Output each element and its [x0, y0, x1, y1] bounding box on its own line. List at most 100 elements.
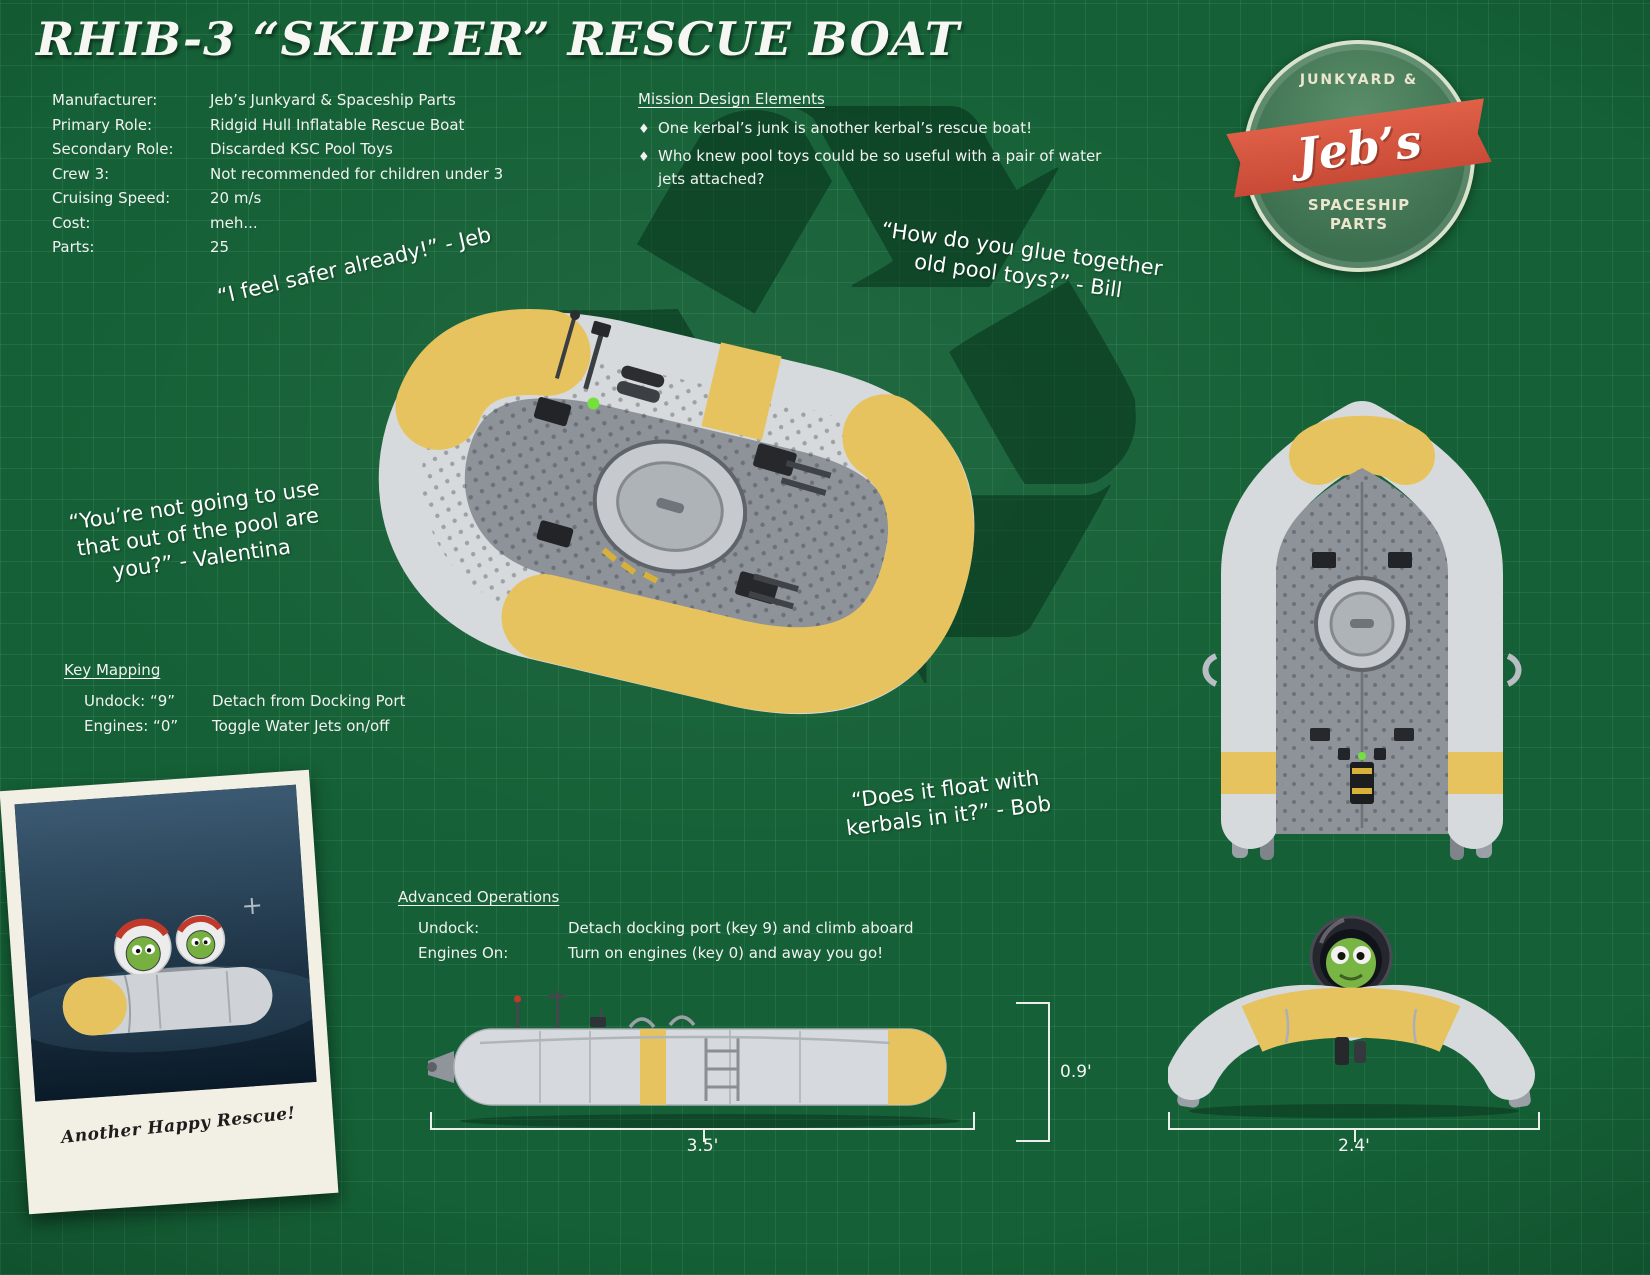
dimension-label: 3.5': [686, 1136, 719, 1156]
top-console: [1374, 748, 1386, 760]
iso-mast-tip: [570, 309, 581, 320]
logo-bottom-line2: PARTS: [1329, 215, 1389, 233]
kerbal-helmet-shine: [1319, 918, 1345, 944]
spec-label: Manufacturer:: [52, 91, 158, 109]
quote-valentina: “You’re not going to use that out of the…: [44, 472, 352, 594]
iso-mast: [583, 334, 604, 390]
iso-hazard-stripes: [601, 547, 659, 584]
logo-name: Jeb’s: [1293, 113, 1425, 183]
logo-ribbon: Jeb’s: [1226, 98, 1492, 197]
dimension-label: 2.4': [1338, 1136, 1370, 1156]
side-lashing-line: [479, 1035, 891, 1045]
advanced-operations-key: Engines On:: [418, 944, 509, 962]
dimension-tick: [1016, 1140, 1050, 1142]
iso-boat-group: [378, 309, 975, 715]
side-instrument-box: [590, 1017, 606, 1027]
iso-rail: [748, 573, 799, 610]
photo-kerbal: [114, 918, 172, 977]
mission-bullet-text: One kerbal’s junk is another kerbal’s re…: [658, 119, 1033, 137]
dimension-height: 0.9': [1016, 1002, 1092, 1142]
front-gold-band: [1241, 987, 1461, 1053]
advanced-operations-desc: Turn on engines (key 0) and away you go!: [568, 944, 884, 962]
iso-tank: [616, 381, 660, 403]
dimension-width: 2.4': [1168, 1112, 1540, 1156]
advanced-operations-section: Advanced Operations Undock: Detach docki…: [398, 885, 914, 966]
top-handle-right: [1506, 653, 1522, 687]
key-mapping-key: Engines: “0”: [84, 717, 179, 735]
key-mapping-row: Engines: “0” Toggle Water Jets on/off: [64, 714, 405, 739]
side-shadow: [460, 1114, 960, 1128]
top-console: [1310, 728, 1330, 741]
top-handle-left: [1202, 653, 1218, 687]
side-mast: [516, 1001, 519, 1031]
dimension-tick: [973, 1112, 975, 1128]
kerbal-mouth: [1339, 973, 1363, 981]
front-shadow: [1189, 1104, 1519, 1118]
spec-value: meh...: [210, 213, 258, 232]
side-ladder: [704, 1037, 740, 1101]
polaroid-caption: Another Happy Rescue!: [60, 1103, 297, 1148]
spec-row: Manufacturer:Jeb’s Junkyard & Spaceship …: [52, 88, 503, 113]
polaroid-photo-image: [14, 784, 317, 1102]
side-handle: [668, 1015, 696, 1027]
front-strap-line: [1284, 1008, 1290, 1044]
logo-bottom-line1: SPACESHIP: [1307, 196, 1411, 214]
key-mapping-key: Undock: “9”: [84, 692, 176, 710]
boat-front-view: [1168, 915, 1535, 1118]
photo-kerbal-pupil: [146, 948, 152, 953]
photo-kerbal-pupil: [194, 941, 199, 945]
side-gold-band: [640, 1029, 666, 1105]
photo-boat-lashing: [123, 974, 132, 1034]
kerbal-pupil: [1337, 952, 1346, 960]
spec-row: Cost: meh...: [52, 211, 503, 236]
mission-design-section: Mission Design Elements ♦ One kerbal’s j…: [638, 88, 1118, 195]
dimension-tick: [1016, 1002, 1050, 1004]
advanced-operations-row: Undock: Detach docking port (key 9) and …: [398, 916, 914, 941]
mission-bullet: ♦ One kerbal’s junk is another kerbal’s …: [638, 117, 1118, 141]
dimension-tick: [1168, 1112, 1170, 1128]
top-battery-stripe: [1352, 768, 1372, 774]
iso-instrument-box: [591, 320, 612, 338]
iso-gold-top-band: [701, 342, 782, 441]
top-hatch-handle: [1350, 619, 1374, 628]
spec-label: Parts:: [52, 238, 95, 256]
logo-top-text: JUNKYARD &: [1299, 72, 1419, 88]
side-handle: [628, 1017, 656, 1029]
mission-bullet: ♦ Who knew pool toys could be so useful …: [638, 145, 1118, 191]
top-console: [1388, 552, 1412, 568]
front-gear-box: [1335, 1037, 1349, 1065]
dimension-length: 3.5': [430, 1112, 975, 1156]
iso-mast: [554, 316, 577, 379]
photo-boat-seams: [155, 970, 232, 1029]
spec-row: Parts:25: [52, 235, 503, 260]
photo-kerbal: [175, 914, 226, 965]
spec-label: Cost:: [52, 213, 91, 232]
dimension-tick: [702, 1130, 705, 1142]
iso-rail: [780, 460, 832, 496]
top-console: [1394, 728, 1414, 741]
boat-top-view: [1202, 401, 1522, 860]
side-waterjet: [428, 1051, 454, 1083]
spec-row: Cruising Speed: 20 m/s: [52, 186, 503, 211]
spec-row: Crew 3:Not recommended for children unde…: [52, 162, 503, 187]
top-battery-stripe: [1352, 788, 1372, 794]
iso-console: [536, 520, 574, 548]
photo-kerbal-helmet-stripe: [177, 915, 223, 933]
iso-gold-bow-patch: [395, 309, 591, 450]
spec-value: 20 m/s: [210, 189, 262, 207]
advanced-operations-heading: Advanced Operations: [398, 888, 560, 906]
spec-label: Cruising Speed:: [52, 189, 171, 207]
diamond-bullet-icon: ♦: [638, 122, 650, 137]
dimension-tick: [1354, 1130, 1356, 1142]
spec-row: Secondary Role:Discarded KSC Pool Toys: [52, 137, 503, 162]
key-mapping-row: Undock: “9” Detach from Docking Port: [64, 689, 405, 714]
key-mapping-heading: Key Mapping: [64, 661, 161, 679]
side-mast: [556, 991, 559, 1031]
front-gear-box: [1354, 1041, 1366, 1063]
iso-tank: [621, 365, 665, 388]
photo-boat-gold-cap: [62, 977, 127, 1036]
iso-status-light: [587, 397, 600, 410]
kerbal-head: [1309, 915, 1393, 1011]
side-panel-seams: [539, 1030, 801, 1104]
